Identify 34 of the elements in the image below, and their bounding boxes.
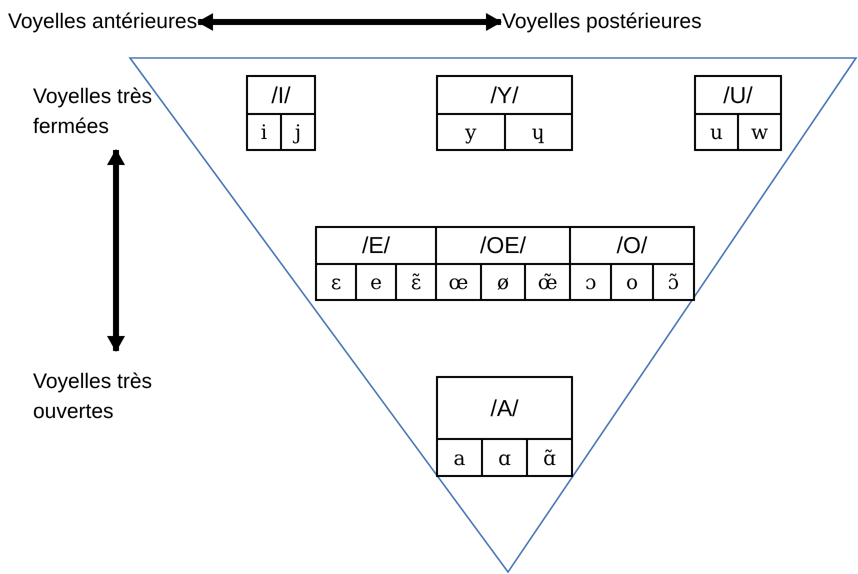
double-arrow <box>197 13 502 31</box>
axis-label: Voyelles très ouvertes <box>33 367 183 427</box>
phoneme-cell: o <box>610 265 652 299</box>
phoneme-cell-text: œ <box>447 269 470 296</box>
phoneme-cell: ɥ <box>504 115 571 149</box>
phoneme-heading: /Y/ <box>438 77 571 115</box>
phoneme-heading: /U/ <box>696 77 780 115</box>
axis-label: Voyelles antérieures <box>8 7 198 37</box>
phoneme-cell-text: u <box>709 119 724 146</box>
phoneme-heading: /A/ <box>438 378 571 440</box>
phoneme-cell: j <box>280 115 314 149</box>
phoneme-table <box>315 226 437 301</box>
phoneme-table <box>435 226 571 301</box>
axis-label: Voyelles postérieures <box>502 7 702 37</box>
phoneme-heading: /O/ <box>571 228 693 265</box>
phoneme-table <box>436 75 573 151</box>
phoneme-cell-text: y <box>464 119 478 146</box>
phoneme-heading: /I/ <box>248 77 314 115</box>
phoneme-cell: ɑ <box>481 440 526 475</box>
phoneme-cell-text: a <box>452 444 466 472</box>
phoneme-cell: w <box>737 115 780 149</box>
phoneme-cell: e <box>355 265 395 299</box>
double-arrow <box>107 149 125 352</box>
phoneme-table <box>436 376 573 477</box>
phoneme-cell-text: ɔ <box>584 269 598 296</box>
phoneme-table <box>694 75 782 151</box>
phoneme-cell-text: ɛ <box>330 269 342 296</box>
phoneme-cell: ɔ̃ <box>652 265 693 299</box>
phoneme-table <box>246 75 316 151</box>
axis-label: Voyelles très fermées <box>33 82 183 142</box>
phoneme-cell-text: i <box>260 119 268 146</box>
phoneme-cell: ɑ̃ <box>526 440 571 475</box>
phoneme-table <box>569 226 695 301</box>
phoneme-cell: ø <box>480 265 524 299</box>
